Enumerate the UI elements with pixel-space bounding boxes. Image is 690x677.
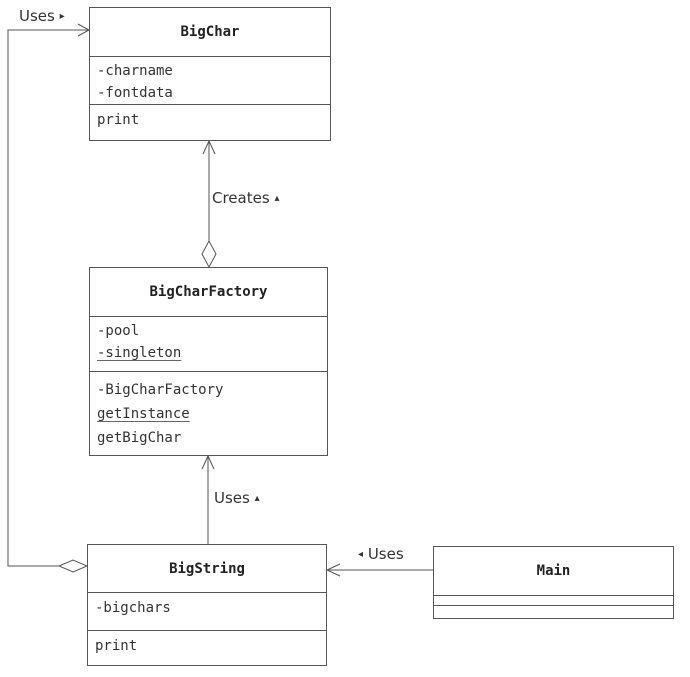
class-name-main: Main bbox=[434, 547, 673, 596]
operations-bigstring: print bbox=[88, 631, 326, 661]
triangle-right-icon: ▸ bbox=[59, 11, 65, 22]
label-uses-right-text: Uses bbox=[367, 545, 404, 563]
attributes-main-empty bbox=[434, 596, 673, 606]
class-bigstring: BigString -bigchars print bbox=[87, 544, 327, 666]
label-creates-text: Creates bbox=[212, 189, 270, 207]
attribute-pool: -pool bbox=[97, 323, 140, 339]
label-uses-middle-text: Uses bbox=[214, 489, 250, 507]
attributes-bigcharfactory: -pool -singleton bbox=[90, 317, 327, 372]
class-main: Main bbox=[433, 546, 674, 619]
label-uses-right: ◂ Uses bbox=[358, 545, 404, 563]
class-bigchar: BigChar -charname -fontdata print bbox=[89, 7, 331, 141]
aggregation-diamond-bigstring bbox=[57, 559, 89, 573]
operations-bigchar: print bbox=[90, 105, 330, 135]
operation-print-bigstring: print bbox=[95, 638, 138, 654]
attribute-singleton: -singleton bbox=[97, 345, 182, 361]
attributes-bigstring: -bigchars bbox=[88, 593, 326, 631]
class-name-bigcharfactory: BigCharFactory bbox=[90, 268, 327, 317]
triangle-up-icon: ▴ bbox=[274, 193, 280, 204]
operations-bigcharfactory: -BigCharFactory getInstance getBigChar bbox=[90, 372, 327, 454]
label-creates: Creates ▴ bbox=[212, 189, 279, 207]
operations-main-empty bbox=[434, 606, 673, 618]
open-arrowhead-bigstring bbox=[325, 563, 341, 577]
attribute-bigchars: -bigchars bbox=[95, 600, 171, 616]
triangle-left-icon: ◂ bbox=[358, 549, 364, 560]
uses-connector-left bbox=[7, 29, 89, 567]
label-uses-top: Uses ▸ bbox=[19, 7, 65, 25]
open-arrowhead-bigchar-bottom bbox=[202, 139, 216, 155]
class-name-bigchar: BigChar bbox=[90, 8, 330, 57]
operation-getinstance: getInstance bbox=[97, 406, 190, 422]
operation-print-bigchar: print bbox=[97, 112, 140, 128]
operation-bigcharfactory-constructor: -BigCharFactory bbox=[97, 382, 224, 398]
class-name-bigstring: BigString bbox=[88, 545, 326, 593]
operation-getbigchar: getBigChar bbox=[97, 430, 182, 446]
label-uses-top-text: Uses bbox=[19, 7, 55, 25]
open-arrowhead-bigcharfactory bbox=[201, 454, 215, 470]
class-bigcharfactory: BigCharFactory -pool -singleton -BigChar… bbox=[89, 267, 328, 456]
label-uses-middle: Uses ▴ bbox=[214, 489, 260, 507]
attributes-bigchar: -charname -fontdata bbox=[90, 57, 330, 105]
attribute-fontdata: -fontdata bbox=[97, 85, 173, 101]
attribute-charname: -charname bbox=[97, 63, 173, 79]
aggregation-diamond-bigcharfactory bbox=[201, 239, 217, 269]
triangle-up-icon: ▴ bbox=[254, 493, 260, 504]
